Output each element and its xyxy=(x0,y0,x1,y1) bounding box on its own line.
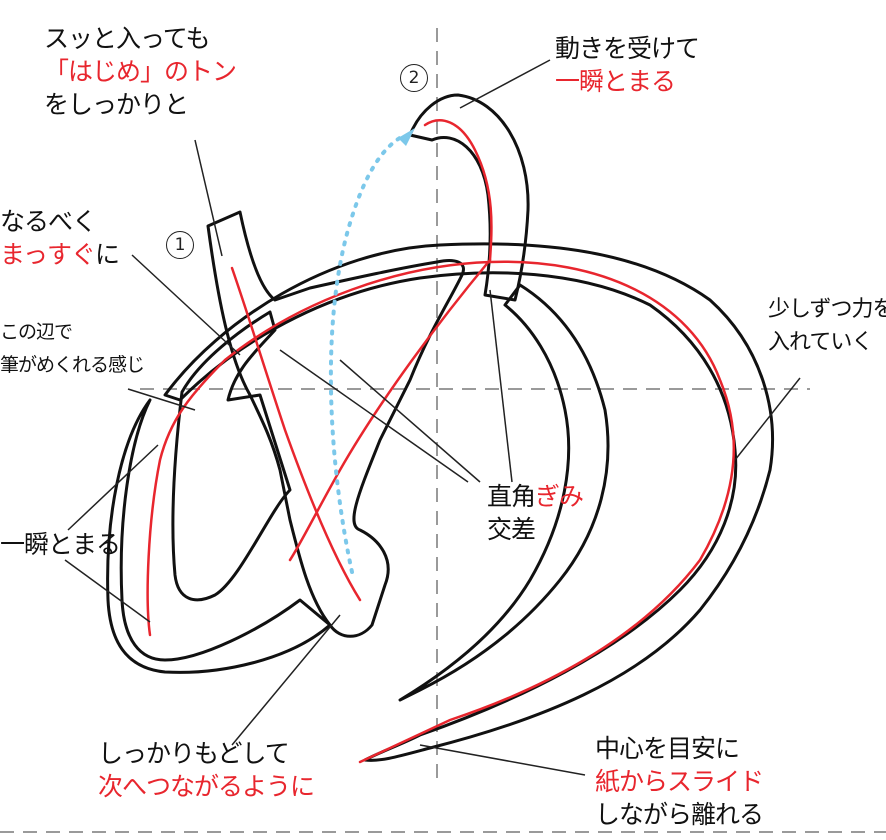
brush-outline xyxy=(106,93,774,762)
note-top-left: スッと入っても 「はじめ」のトン をしっかりと xyxy=(44,24,237,119)
note-center: 直角ぎみ 交差 xyxy=(487,482,584,544)
red-stroke-path xyxy=(146,119,736,764)
step-1-marker: 1 xyxy=(166,231,194,259)
note-left-1: なるべく まっすぐに xyxy=(0,207,120,269)
note-top-right: 動きを受けて 一瞬とまる xyxy=(555,34,700,96)
note-left-2: この辺で 筆がめくれる感じ xyxy=(0,321,145,376)
blue-dotted-arrow xyxy=(328,128,415,574)
note-left-3: 一瞬とまる xyxy=(0,530,121,559)
note-right: 少しずつ力を 入れていく xyxy=(768,297,886,355)
step-2-marker: 2 xyxy=(400,64,428,92)
leader-lines xyxy=(64,59,801,776)
note-bottom-right: 中心を目安に 紙からスライド しながら離れる xyxy=(595,734,764,829)
note-bottom-left: しっかりもどして 次へつながるように xyxy=(98,739,315,801)
